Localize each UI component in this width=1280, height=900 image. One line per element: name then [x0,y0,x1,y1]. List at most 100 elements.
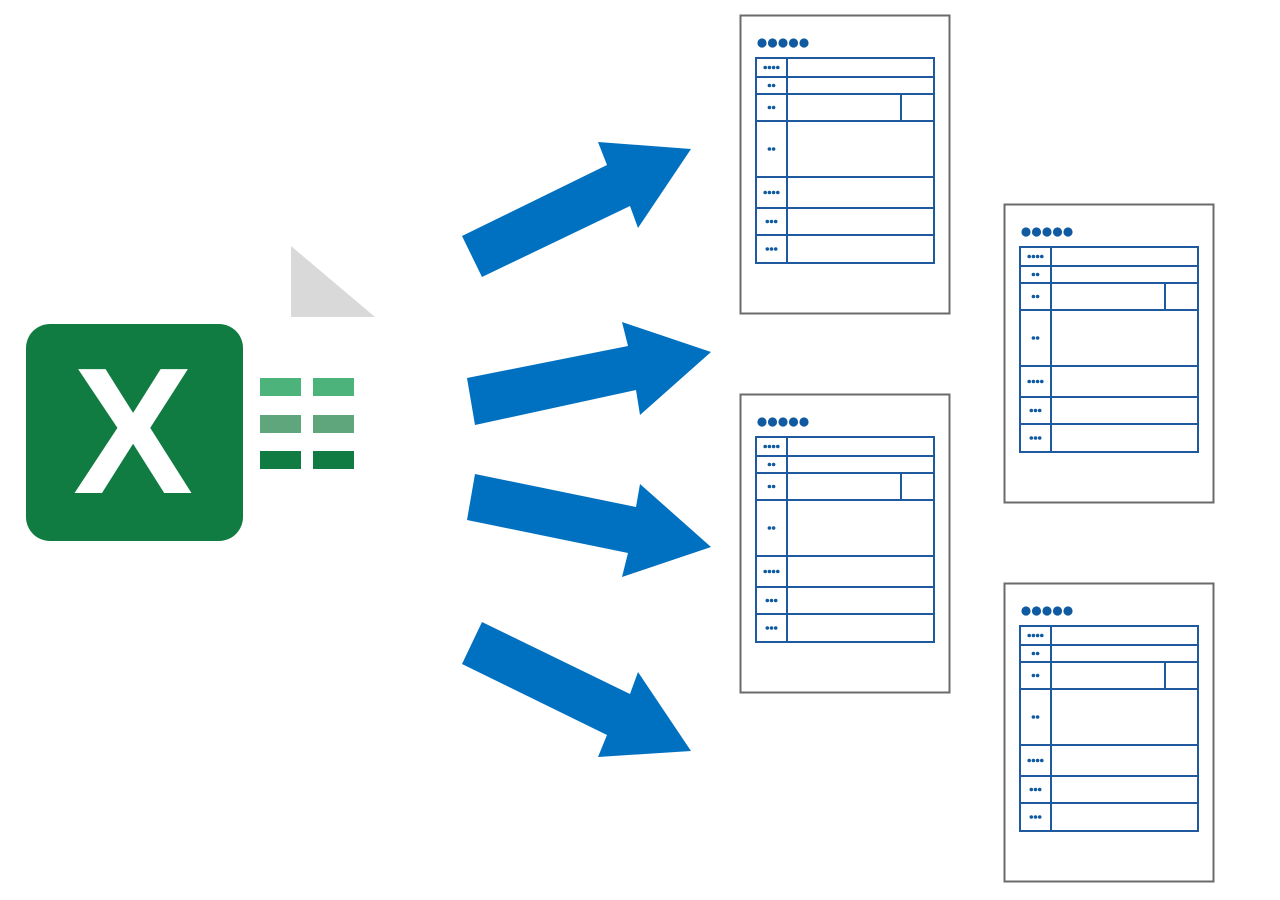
placeholder-dot [778,38,788,48]
placeholder-dot [1037,815,1042,819]
placeholder-dot [799,417,809,427]
placeholder-dot [1031,715,1036,719]
placeholder-dot [776,569,780,574]
placeholder-dot [1035,272,1040,277]
placeholder-dot [788,38,799,48]
placeholder-dot [1035,294,1040,299]
placeholder-dot [1029,408,1034,413]
placeholder-dot [1042,227,1052,237]
placeholder-dot [1063,606,1073,616]
form-table [755,57,935,264]
placeholder-dot [1031,633,1036,638]
placeholder-dot [799,38,809,48]
form-table [755,436,935,643]
placeholder-dot [1040,254,1044,259]
placeholder-dot [1029,815,1034,819]
placeholder-dot [771,444,776,449]
placeholder-dot [1037,436,1042,440]
page-fold-icon [291,246,375,317]
document-page [1003,582,1215,883]
placeholder-dot [771,569,776,574]
placeholder-dot [1035,254,1040,259]
placeholder-dot [1035,379,1040,384]
placeholder-dot [1040,379,1044,384]
placeholder-dot [1031,673,1036,678]
placeholder-dot [1037,787,1042,792]
document-page [739,14,951,315]
placeholder-dot [763,569,767,574]
grid-cell [313,415,354,433]
placeholder-dot [1042,606,1052,616]
arrow-right-icon [462,622,691,757]
placeholder-dot [1033,787,1038,792]
placeholder-dot [1035,651,1040,656]
placeholder-dot [767,444,772,449]
placeholder-dot [1052,227,1063,237]
excel-file-icon: X [26,324,354,541]
placeholder-dot [1040,758,1044,763]
form-table [1019,246,1199,453]
placeholder-dot [1035,633,1040,638]
placeholder-dot [773,247,778,251]
placeholder-dot [767,147,772,151]
placeholder-dot [773,598,778,603]
placeholder-dot [1021,606,1031,616]
placeholder-dot [771,462,776,467]
placeholder-dot [767,105,772,110]
form-document-icon [1003,203,1215,504]
placeholder-dot [771,484,776,489]
arrow-right-icon [467,474,711,577]
placeholder-dot [765,247,770,251]
grid-cell [260,415,301,433]
placeholder-dot [767,83,772,88]
arrow-group [462,142,711,757]
placeholder-dot [1037,408,1042,413]
placeholder-dot [769,626,774,630]
placeholder-dot [1031,606,1042,616]
placeholder-dot [773,626,778,630]
grid-cell [260,378,301,396]
placeholder-dot [1021,227,1031,237]
placeholder-dot [1031,254,1036,259]
placeholder-dot [1052,606,1063,616]
excel-logo-letter: X [73,331,193,532]
placeholder-dot [773,219,778,224]
placeholder-dot [771,83,776,88]
placeholder-dot [1040,633,1044,638]
placeholder-dot [788,417,799,427]
placeholder-dot [1027,758,1031,763]
placeholder-dot [1035,336,1040,340]
grid-cell [313,378,354,396]
placeholder-dot [771,147,776,151]
placeholder-dot [776,444,780,449]
placeholder-dot [769,219,774,224]
placeholder-dot [769,598,774,603]
form-document-icon [739,14,951,315]
placeholder-dot [767,462,772,467]
placeholder-dot [771,105,776,110]
placeholder-dot [767,484,772,489]
placeholder-dot [1031,379,1036,384]
placeholder-dot [763,444,767,449]
placeholder-dot [767,526,772,530]
placeholder-dot [767,38,778,48]
placeholder-dot [765,219,770,224]
placeholder-dot [767,190,772,195]
placeholder-dot [765,626,770,630]
arrow-right-icon [462,142,691,277]
placeholder-dot [765,598,770,603]
placeholder-dot [1031,336,1036,340]
placeholder-dot [1027,379,1031,384]
placeholder-dot [1033,436,1038,440]
form-document-icon [1003,582,1215,883]
placeholder-dot [771,65,776,70]
placeholder-dot [1029,436,1034,440]
placeholder-dot [763,65,767,70]
grid-cell [313,451,354,469]
placeholder-dot [1063,227,1073,237]
placeholder-dot [778,417,788,427]
placeholder-dot [771,526,776,530]
placeholder-dot [1033,815,1038,819]
placeholder-dot [1031,294,1036,299]
